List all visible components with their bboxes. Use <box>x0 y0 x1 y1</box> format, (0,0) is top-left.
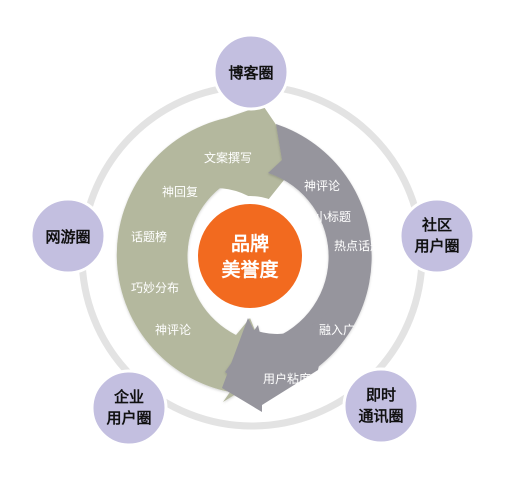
gray-item-3: 热点话题 <box>334 239 382 253</box>
gray-item-2: 小标题 <box>315 210 351 224</box>
node-wangyou: 网游圈 <box>29 197 107 275</box>
node-shequ-label-2: 用户圈 <box>414 237 459 255</box>
gray-item-1: 神评论 <box>304 179 340 193</box>
node-qiye: 企业 用户圈 <box>90 369 168 447</box>
node-qiye-label-2: 用户圈 <box>106 409 151 427</box>
node-shequ-label-1: 社区 <box>421 216 452 234</box>
node-boke: 博客圈 <box>212 33 290 111</box>
gray-arrow-head <box>222 310 330 412</box>
node-boke-label: 博客圈 <box>228 64 273 82</box>
green-item-2: 神回复 <box>162 185 198 199</box>
green-cycle-arrow <box>116 108 273 402</box>
node-qiye-label-1: 企业 <box>113 388 144 406</box>
green-item-4: 巧妙分布 <box>131 281 179 295</box>
gray-item-4: 融入广告 <box>319 323 367 337</box>
center-label-line-2: 美誉度 <box>221 258 279 281</box>
center-label-line-1: 品牌 <box>231 232 269 255</box>
green-item-3: 话题榜 <box>131 229 167 244</box>
node-shequ: 社区 用户圈 <box>398 197 476 275</box>
green-arrow-head <box>195 104 300 215</box>
node-jishi-label-1: 即时 <box>366 386 396 404</box>
center-core <box>198 204 302 308</box>
node-jishi-label-2: 通讯圈 <box>358 407 403 425</box>
green-item-1: 文案撰写 <box>204 150 252 165</box>
node-jishi: 即时 通讯圈 <box>342 367 420 445</box>
node-wangyou-label: 网游圈 <box>45 228 90 246</box>
gray-item-5: 用户粘度高 <box>263 371 323 386</box>
gray-cycle-arrow <box>225 124 372 403</box>
green-item-5: 神评论 <box>155 323 191 337</box>
